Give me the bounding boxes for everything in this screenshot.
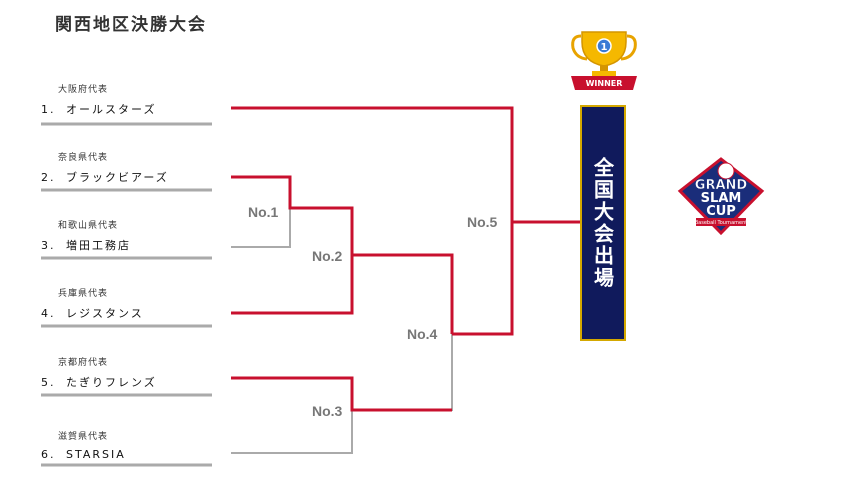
bracket-line-win	[452, 220, 580, 336]
logo-sub: Baseball Tournament	[695, 220, 748, 226]
match-label-3: No.3	[312, 403, 343, 419]
match-label-1: No.1	[248, 204, 279, 220]
bracket-line-win	[231, 175, 354, 255]
grand-slam-cup-logo: GRAND SLAM CUP Baseball Tournament	[677, 157, 765, 236]
team-prefecture: 兵庫県代表	[58, 289, 109, 299]
team-name: オールスターズ	[66, 103, 157, 116]
team-name: レジスタンス	[66, 307, 144, 320]
team-entry: 滋賀県代表 6. STARSIA	[41, 429, 211, 461]
team-prefecture: 大阪府代表	[58, 85, 109, 95]
team-seed: 3.	[41, 239, 56, 252]
trophy-rank: 1	[601, 42, 608, 53]
team-prefecture: 和歌山県代表	[58, 221, 119, 231]
logo-line1: GRAND	[695, 178, 748, 193]
page-title: 関西地区決勝大会	[55, 15, 207, 35]
trophy-icon: 1 WINNER	[571, 31, 637, 90]
team-name: STARSIA	[66, 448, 126, 461]
bracket-line-loss	[352, 334, 453, 411]
bracket-line-win	[231, 106, 514, 222]
match-label-5: No.5	[467, 214, 498, 230]
team-seed: 1.	[41, 103, 56, 116]
bracket-line-win	[231, 253, 454, 334]
logo-line2: SLAM	[701, 191, 742, 206]
bracket-line-win	[231, 376, 452, 412]
logo-line3: CUP	[706, 204, 736, 219]
team-entry: 和歌山県代表 3. 増田工務店	[41, 218, 211, 253]
final-box: 全国大会出場	[580, 105, 626, 341]
team-entry: 大阪府代表 1. オールスターズ	[41, 82, 211, 117]
team-seed: 2.	[41, 171, 56, 184]
team-seed: 6.	[41, 448, 56, 461]
team-prefecture: 奈良県代表	[58, 153, 109, 163]
team-entry: 兵庫県代表 4. レジスタンス	[41, 286, 211, 321]
team-name: たぎりフレンズ	[66, 376, 157, 389]
team-name: 増田工務店	[66, 239, 131, 252]
team-name: ブラックビアーズ	[66, 171, 169, 184]
bracket-line-loss	[231, 410, 353, 454]
trophy-badge-text: WINNER	[586, 79, 623, 88]
team-prefecture: 滋賀県代表	[58, 432, 109, 442]
team-entry: 奈良県代表 2. ブラックビアーズ	[41, 150, 211, 185]
team-seed: 4.	[41, 307, 56, 320]
bracket-line-loss	[231, 208, 291, 248]
match-label-4: No.4	[407, 326, 438, 342]
team-prefecture: 京都府代表	[58, 358, 109, 368]
match-label-2: No.2	[312, 248, 343, 264]
team-seed: 5.	[41, 376, 56, 389]
final-label: 全国大会出場	[590, 157, 615, 289]
bracket-line-loss	[452, 222, 513, 335]
team-entry: 京都府代表 5. たぎりフレンズ	[41, 355, 211, 390]
